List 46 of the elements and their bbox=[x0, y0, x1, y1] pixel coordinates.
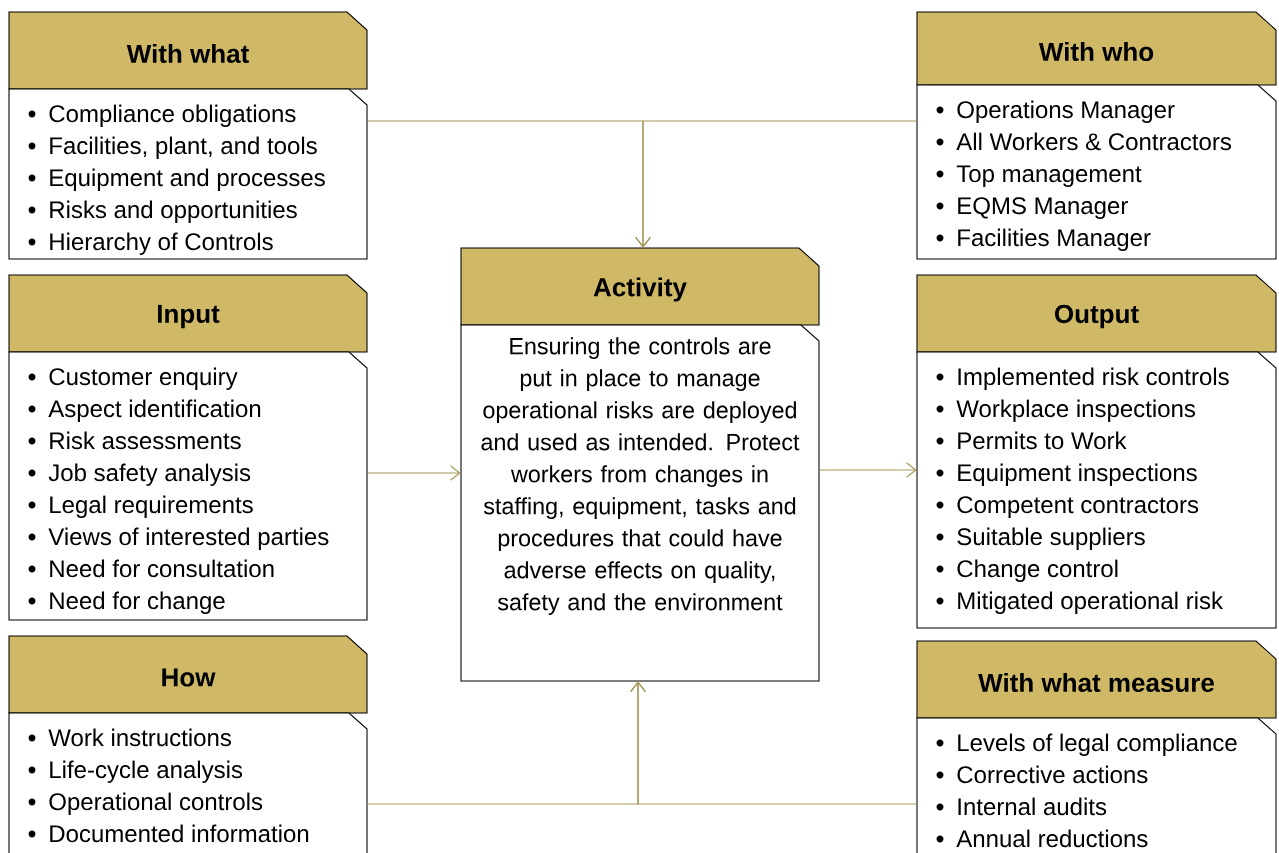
bullet-item: Internal audits bbox=[958, 797, 1107, 816]
description-text: Ensuring the controls are put in place to manage operational risks are deployed and used as intended. Protect workers from changes in staffing, equipment, tasks and procedures that could have adverse effects on quality, safety and the environment bbox=[481, 337, 800, 615]
bullet-item: Documented information bbox=[50, 824, 309, 843]
bullet-item: Equipment inspections bbox=[958, 463, 1197, 486]
bullet-item: Change control bbox=[957, 559, 1118, 582]
bullet-item: Permits to Work bbox=[958, 431, 1127, 450]
arrow bbox=[630, 681, 918, 805]
bullet-item: Customer enquiry bbox=[49, 367, 238, 390]
bullet-item: Corrective actions bbox=[957, 765, 1148, 784]
bullet-item: Equipment and processes bbox=[50, 168, 325, 191]
bullet-item: Compliance obligations bbox=[49, 104, 296, 127]
arrow bbox=[366, 465, 461, 481]
header-box: Activity bbox=[460, 247, 820, 326]
bullet-item: Annual reductions bbox=[956, 829, 1148, 848]
header-box: Output bbox=[916, 274, 1277, 353]
bullet-item: Facilities, plant, and tools bbox=[50, 136, 317, 159]
bullet-item: Facilities Manager bbox=[958, 228, 1151, 251]
bullet-item: Competent contractors bbox=[957, 496, 1199, 518]
bullet-item: Need for change bbox=[50, 591, 225, 614]
header-box: With what measure bbox=[916, 640, 1277, 719]
bullet-item: Legal requirements bbox=[50, 495, 253, 518]
bullet-item: Need for consultation bbox=[50, 559, 274, 578]
header-box: Input bbox=[8, 274, 368, 353]
bullet-item: Mitigated operational risk bbox=[958, 591, 1224, 614]
bullet-item: Implemented risk controls bbox=[958, 367, 1229, 390]
header-box: With what bbox=[8, 11, 368, 90]
bullet-item: Risks and opportunities bbox=[50, 200, 297, 223]
bullet-item: Risk assessments bbox=[50, 431, 241, 450]
arrow bbox=[818, 462, 917, 478]
header-box: With who bbox=[916, 11, 1277, 86]
bullet-item: Views of interested parties bbox=[48, 527, 329, 550]
bullet-item: Hierarchy of Controls bbox=[50, 232, 273, 255]
bullet-item: EQMS Manager bbox=[958, 197, 1128, 219]
bullet-item: Job safety analysis bbox=[48, 463, 251, 486]
header-box: How bbox=[8, 635, 368, 714]
bullet-item: Operational controls bbox=[49, 792, 263, 815]
arrow bbox=[635, 120, 918, 248]
bullet-item: Operations Manager bbox=[957, 100, 1175, 123]
bullet-item: Aspect identification bbox=[48, 399, 261, 422]
bullet-item: Top management bbox=[956, 165, 1142, 187]
bullet-item: Suitable suppliers bbox=[957, 527, 1145, 550]
bullet-item: Life-cycle analysis bbox=[50, 760, 243, 783]
bullet-item: Workplace inspections bbox=[956, 399, 1196, 422]
bullet-item: Levels of legal compliance bbox=[958, 733, 1237, 756]
bullet-item: Work instructions bbox=[48, 728, 231, 747]
bullet-item: All Workers & Contractors bbox=[956, 132, 1231, 151]
